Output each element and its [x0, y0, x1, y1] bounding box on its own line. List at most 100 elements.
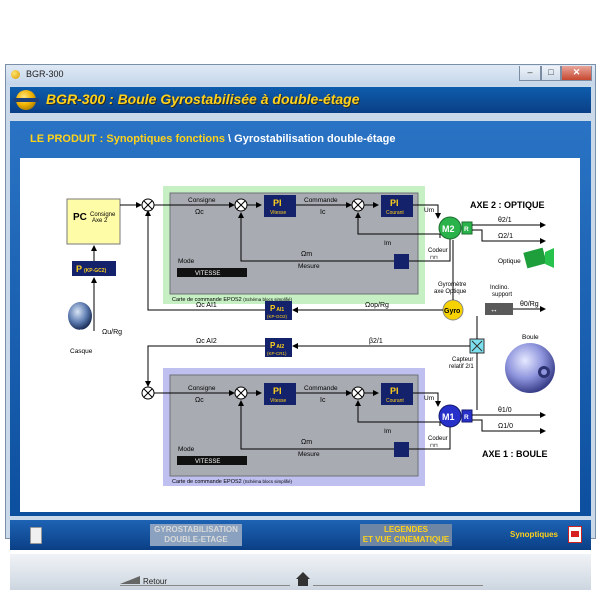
- nav-line-left: [120, 585, 290, 586]
- wire-ai2-sum1b: [145, 345, 265, 387]
- top-pi-courant-block: [381, 195, 413, 217]
- retour-arrow-icon[interactable]: [120, 576, 140, 584]
- gyrostabilisation-button[interactable]: GYROSTABILISATION DOUBLE-ETAGE: [150, 524, 242, 546]
- top-mode: Mode: [178, 258, 195, 265]
- bottom-codeur-wave: ⊓⊓: [430, 443, 438, 449]
- axe1-title: AXE 1 : BOULE: [482, 449, 548, 459]
- inclinometer-block: [485, 303, 513, 315]
- bottom-pi-vitesse-label: PI: [273, 386, 282, 396]
- top-omega-c: Ωc: [195, 209, 204, 216]
- bottom-mode-value: VITESSE: [195, 459, 220, 465]
- top-mode-value: VITESSE: [195, 271, 220, 277]
- book-icon[interactable]: [30, 527, 42, 544]
- theta0-label: θ0/Rg: [520, 301, 539, 308]
- top-um: Um: [424, 207, 434, 214]
- wire-omega1: [472, 419, 546, 434]
- app-icon: [11, 70, 20, 79]
- top-omega-m: Ωm: [301, 251, 312, 258]
- omega-u-rg-label: Ωu/Rg: [102, 329, 122, 336]
- top-pi-vitesse-label: PI: [273, 198, 282, 208]
- optique-camera-icon: [523, 247, 547, 269]
- casque-label: Casque: [70, 348, 93, 355]
- wire-codeur-mesure-top: [409, 237, 451, 262]
- home-icon[interactable]: [296, 572, 310, 586]
- optique-label: Optique: [498, 258, 521, 265]
- bottom-mesure: Mesure: [298, 451, 320, 458]
- breadcrumb-section[interactable]: LE PRODUIT : Synoptiques fonctions: [30, 133, 225, 145]
- m1-reducer: [461, 409, 473, 423]
- p-ai1-label: PAI1: [270, 304, 284, 313]
- bottom-mode: Mode: [178, 446, 195, 453]
- wire-picour-m2: [413, 204, 441, 219]
- app-window: BGR-300 – □ ✕ BGR-300 : Boule Gyrostabil…: [5, 64, 596, 590]
- footer-toolbar: GYROSTABILISATION DOUBLE-ETAGE LEGENDES …: [10, 520, 591, 550]
- wire-bpicour-m1: [413, 392, 441, 407]
- gyro-label: Gyro: [444, 308, 460, 315]
- breadcrumb-separator: \: [228, 133, 232, 145]
- wire-omega-m-top: [238, 212, 394, 262]
- bottom-omega-m: Ωm: [301, 439, 312, 446]
- omega2-label: Ω2/1: [498, 233, 513, 240]
- top-commande: Commande: [304, 197, 338, 204]
- nav-line-right: [313, 585, 483, 586]
- globe-logo-icon: [13, 90, 39, 110]
- bottom-pi-vitesse-sub: Vitesse: [270, 398, 287, 404]
- motor-m2: [438, 216, 462, 240]
- wire-ai1-sum1: [145, 210, 265, 311]
- window-titlebar[interactable]: BGR-300 – □ ✕: [6, 65, 595, 85]
- p-ai2-label: PAI2: [270, 341, 284, 350]
- p-kpgc2-label: P(KP-GC2): [76, 264, 107, 274]
- wire-im-feedback-top: [355, 212, 441, 238]
- legendes-button[interactable]: LEGENDES ET VUE CINEMATIQUE: [360, 524, 452, 546]
- axe2-title: AXE 2 : OPTIQUE: [470, 200, 545, 210]
- top-card-caption: Carte de commande EPOS2 (Schéma blocs si…: [172, 297, 292, 303]
- top-im: Im: [384, 240, 391, 247]
- bottom-card-caption: Carte de commande EPOS2 (Schéma blocs si…: [172, 479, 292, 485]
- minimize-button[interactable]: –: [519, 66, 541, 81]
- bottom-omega-c: Ωc: [195, 397, 204, 404]
- m2-label: M2: [442, 224, 455, 234]
- boule-label: Boule: [522, 334, 539, 341]
- bottom-commande: Commande: [304, 385, 338, 392]
- top-ic: Ic: [320, 209, 326, 216]
- breadcrumb: LE PRODUIT : Synoptiques fonctions \ Gyr…: [30, 133, 396, 145]
- p-ai1-sub: (KP-GO2): [267, 314, 288, 319]
- bottom-pi-vitesse-block: [264, 383, 296, 405]
- omega-c-ai2-label: Ωc AI2: [196, 338, 217, 345]
- wire-codeur-mesure-bottom: [409, 425, 451, 450]
- app-title: BGR-300 : Boule Gyrostabilisée à double-…: [46, 91, 360, 107]
- bottom-um: Um: [424, 395, 434, 402]
- top-pi-vitesse-sub: Vitesse: [270, 210, 287, 216]
- pdf-icon[interactable]: [568, 526, 582, 543]
- top-pi-vitesse-block: [264, 195, 296, 217]
- beta2-label: β2/1: [369, 338, 383, 345]
- bottom-consigne: Consigne: [188, 385, 216, 392]
- p-kpgc2-block: [72, 261, 116, 276]
- theta2-label: θ2/1: [498, 217, 512, 224]
- block-diagram: Carte de commande EPOS2 (Schéma blocs si…: [20, 158, 580, 512]
- pc-sub1: Consigne: [90, 212, 116, 218]
- omega-c-ai1-label: Ωc AI1: [196, 302, 217, 309]
- inclino-arrows-icon: ↔: [490, 305, 498, 314]
- ahrs-label: AHRS: [71, 330, 88, 336]
- synoptiques-link[interactable]: Synoptiques: [510, 530, 559, 539]
- casque-helmet-icon: [68, 302, 92, 330]
- retour-link[interactable]: Retour: [143, 577, 168, 586]
- capteur-label-2: relatif 2/1: [449, 364, 474, 370]
- m2-reducer: [461, 221, 473, 235]
- gyrometre-label-2: axe Optique: [434, 289, 467, 295]
- inclino-label-2: support: [492, 292, 512, 298]
- window-title: BGR-300: [26, 69, 64, 79]
- pc-sub2: Axe 2: [92, 218, 108, 224]
- bottom-pi-courant-block: [381, 383, 413, 405]
- bottom-pi-courant-sub: Courant: [386, 398, 404, 404]
- bottom-mode-display: [177, 456, 247, 465]
- omega-op-rg-label: Ωop/Rg: [365, 302, 389, 309]
- maximize-button[interactable]: □: [541, 66, 561, 81]
- bottom-im: Im: [384, 428, 391, 435]
- top-pi-courant-label: PI: [390, 198, 399, 208]
- p-ai2-sub: (KP-CR1): [267, 351, 287, 356]
- close-button[interactable]: ✕: [561, 66, 592, 81]
- theta1-label: θ1/0: [498, 407, 512, 414]
- bottom-ic: Ic: [320, 397, 326, 404]
